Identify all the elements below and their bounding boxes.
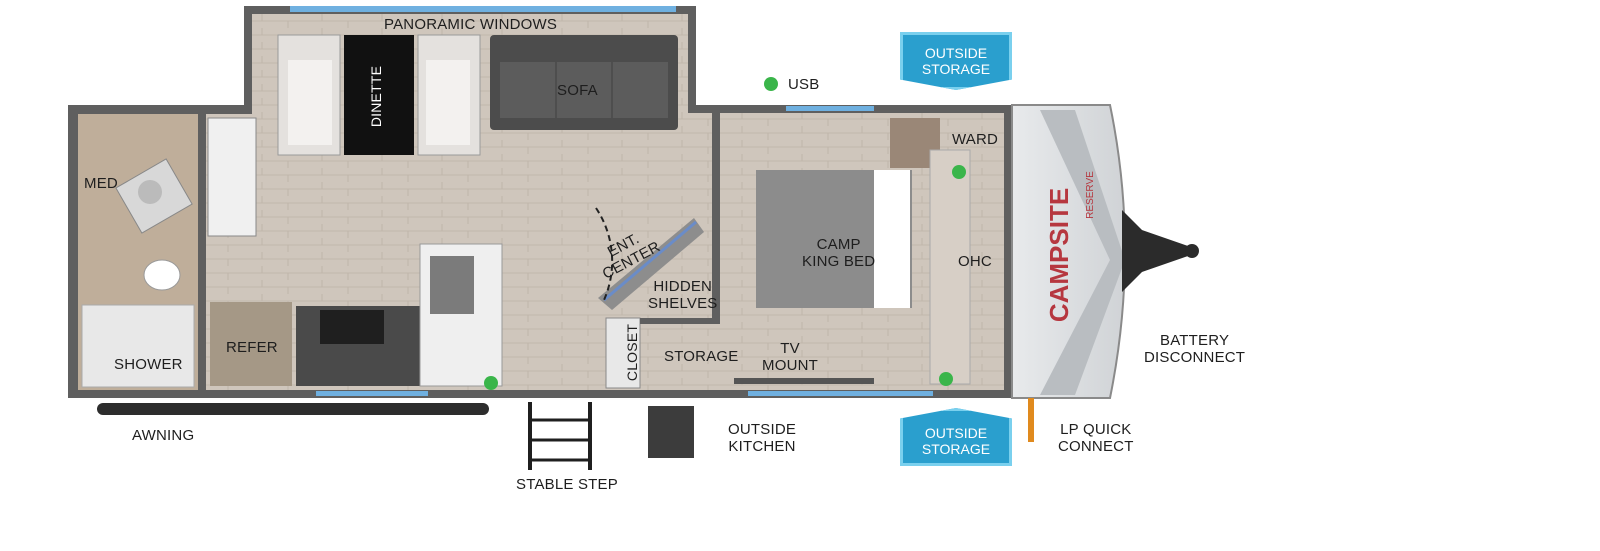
outside-storage-bottom-label: OUTSIDE STORAGE [922,425,990,457]
outside-storage-bottom-line2: STORAGE [921,441,991,457]
interior-wall [712,112,720,322]
brand-logo-sub: RESERVE [1085,171,1096,219]
lp-line [1028,398,1034,442]
label-med: MED [84,175,118,192]
sofa-cushion [500,62,668,118]
toilet [143,259,181,291]
label-shower: SHOWER [114,356,183,373]
bathroom-wall [198,114,206,394]
shelf-line [603,220,697,302]
label-battery-disconnect-line1: BATTERY [1159,332,1230,349]
outside-storage-top-line1: OUTSIDE [924,45,988,61]
usb-dot [939,372,953,386]
interior-wall [640,318,720,324]
label-ward: WARD [952,131,999,148]
label-battery-disconnect-line2: DISCONNECT [1144,349,1246,366]
brand-logo: CAMPSITE [1044,188,1074,322]
panoramic-window [290,6,676,12]
ohc [929,149,971,385]
outside-storage-top-line2: STORAGE [921,61,991,77]
label-outside-kitchen: OUTSIDE KITCHEN [728,421,796,455]
label-usb: USB [788,76,820,93]
usb-dot [952,165,966,179]
outside-storage-bottom-badge: OUTSIDE STORAGE [900,408,1012,466]
usb-dot [484,376,498,390]
awning-bar [97,403,489,415]
label-camp-king-bed: CAMP KING BED [802,236,875,270]
window [786,106,874,111]
label-hidden-shelves-line2: SHELVES [648,295,718,312]
label-camp-king-bed-line1: CAMP [816,236,861,253]
cushion [426,60,470,145]
label-hidden-shelves-line1: HIDDEN [653,278,713,295]
label-battery-disconnect: BATTERY DISCONNECT [1144,332,1245,366]
label-refer: REFER [226,339,278,356]
cushion [288,60,332,145]
dinette-table [344,35,414,155]
label-lp-quick-connect: LP QUICK CONNECT [1058,421,1134,455]
usb-dot [764,77,778,91]
hitch [1122,210,1188,292]
label-stable-step: STABLE STEP [516,476,618,493]
label-panoramic-windows: PANORAMIC WINDOWS [384,16,558,33]
sink [138,180,162,204]
outside-storage-bottom-line1: OUTSIDE [924,425,988,441]
kitchen-sink [430,256,474,314]
window [748,391,933,396]
ent-center [598,218,704,310]
shower [81,304,195,388]
pantry [207,117,257,237]
window [316,391,428,396]
tv-mount [734,378,874,384]
stable-step [528,402,592,470]
refer [210,302,292,386]
closet [605,317,641,389]
outside-storage-top-badge: OUTSIDE STORAGE [900,32,1012,90]
label-awning: AWNING [132,427,195,444]
label-lp-quick-connect-line1: LP QUICK [1060,421,1132,438]
outside-kitchen-unit [648,406,694,458]
label-dinette: DINETTE [368,65,385,128]
cap-stripe [1040,110,1125,395]
label-outside-kitchen-line2: KITCHEN [728,438,796,455]
label-storage: STORAGE [664,348,739,365]
label-lp-quick-connect-line2: CONNECT [1058,438,1134,455]
hitch-ball [1185,244,1199,258]
label-tv-mount-line2: MOUNT [762,357,818,374]
label-tv-mount-line1: TV [780,340,800,357]
label-tv-mount: TV MOUNT [762,340,818,374]
label-ohc: OHC [958,253,992,270]
label-sofa: SOFA [557,82,598,99]
label-closet: CLOSET [624,323,641,382]
outside-storage-top-label: OUTSIDE STORAGE [922,45,990,77]
label-hidden-shelves: HIDDEN SHELVES [648,278,718,312]
door-swing [595,207,614,301]
stove [320,310,384,344]
label-outside-kitchen-line1: OUTSIDE [728,421,797,438]
label-camp-king-bed-line2: KING BED [802,253,876,270]
bed-pillow [874,170,910,308]
